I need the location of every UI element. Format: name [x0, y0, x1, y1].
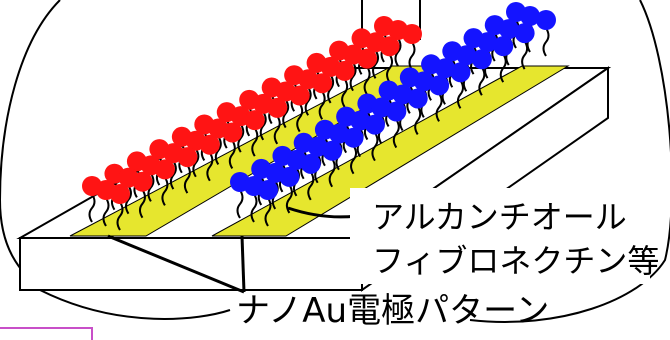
- blue-molecule-ball: [456, 45, 477, 66]
- blue-molecule-stem: [478, 66, 486, 96]
- blue-molecule-stem: [250, 193, 258, 223]
- gold-strip-right: [211, 65, 570, 237]
- molecule-layer-blue: [230, 2, 556, 227]
- blue-molecule-ball: [429, 75, 450, 96]
- blue-molecule-ball: [279, 166, 300, 187]
- blue-molecule-ball: [258, 180, 278, 200]
- label-nano-au: ナノAu電極パターン: [236, 291, 549, 331]
- red-molecule-stem: [251, 127, 259, 157]
- blue-molecule-ball: [392, 84, 413, 105]
- red-molecule-stem: [304, 86, 312, 116]
- blue-molecule-ball: [536, 10, 556, 30]
- red-molecule-stem: [124, 185, 132, 215]
- blue-molecule-stem: [499, 53, 507, 83]
- red-molecule-stem: [192, 148, 200, 178]
- blue-molecule-ball: [386, 101, 407, 122]
- blue-molecule-ball: [322, 140, 343, 161]
- blue-molecule-ball: [300, 153, 321, 174]
- red-molecule-ball: [244, 110, 265, 131]
- red-molecule-ball: [402, 24, 422, 44]
- blue-molecule-ball: [493, 36, 514, 57]
- red-molecule-stem: [273, 115, 281, 145]
- label-alkanethiol: アルカンチオール: [372, 198, 627, 236]
- red-molecule-ball: [312, 73, 333, 94]
- red-molecule-ball: [154, 159, 175, 180]
- red-molecule-ball: [267, 97, 288, 118]
- blue-molecule-stem: [521, 40, 529, 70]
- label-backdrop: [350, 188, 650, 284]
- label-fibronectin: フィブロネクチン等: [372, 242, 659, 280]
- blue-molecule-ball: [477, 32, 498, 53]
- red-molecule-ball: [334, 60, 355, 81]
- red-molecule-ball: [289, 85, 310, 106]
- blue-molecule-stem: [392, 119, 400, 149]
- red-molecule-ball: [199, 134, 220, 155]
- blue-molecule-ball: [498, 19, 519, 40]
- red-molecule-stem: [349, 62, 357, 92]
- blue-molecule-ball: [407, 88, 428, 109]
- red-molecule-stem: [138, 189, 146, 219]
- blue-molecule-ball: [520, 6, 540, 26]
- red-molecule-stem: [147, 172, 155, 202]
- red-molecule-ball: [110, 184, 130, 204]
- red-molecule-stem: [88, 193, 96, 223]
- blue-molecule-ball: [514, 23, 535, 44]
- red-molecule-stem: [394, 37, 402, 67]
- red-molecule-ball: [357, 48, 378, 69]
- red-molecule-stem: [102, 197, 110, 227]
- blue-molecule-ball: [435, 58, 456, 79]
- pointer-nano-au-left: [107, 234, 245, 294]
- blue-molecule-ball: [450, 62, 471, 83]
- red-molecule-stem: [408, 41, 416, 71]
- red-molecule-stem: [296, 103, 304, 133]
- pointer-nano-au-right: [240, 235, 246, 293]
- blue-molecule-stem: [371, 132, 379, 162]
- red-molecule-stem: [386, 53, 394, 83]
- red-molecule-stem: [214, 135, 222, 165]
- red-molecule-stem: [169, 160, 177, 190]
- blue-molecule-stem: [414, 105, 422, 135]
- blue-molecule-stem: [264, 197, 272, 227]
- blue-molecule-ball: [471, 49, 492, 70]
- red-molecule-stem: [363, 66, 371, 96]
- red-molecule-stem: [259, 111, 267, 141]
- red-molecule-ball: [177, 147, 198, 168]
- blue-molecule-stem: [350, 145, 358, 175]
- blue-molecule-stem: [435, 92, 443, 122]
- frame-outline: [0, 0, 670, 323]
- molecule-layer-red: [82, 16, 422, 231]
- blue-molecule-stem: [285, 184, 293, 214]
- red-molecule-stem: [237, 123, 245, 153]
- blue-molecule-stem: [236, 189, 244, 219]
- blue-molecule-stem: [328, 158, 336, 188]
- red-molecule-stem: [183, 164, 191, 194]
- blue-molecule-ball: [413, 71, 434, 92]
- red-molecule-stem: [327, 74, 335, 104]
- red-molecule-stem: [206, 152, 214, 182]
- red-molecule-ball: [132, 171, 153, 192]
- red-molecule-ball: [222, 122, 243, 143]
- red-molecule-stem: [372, 49, 380, 79]
- red-molecule-stem: [341, 78, 349, 108]
- red-molecule-stem: [228, 139, 236, 169]
- red-molecule-stem: [161, 176, 169, 206]
- red-molecule-stem: [116, 201, 124, 231]
- red-molecule-stem: [318, 90, 326, 120]
- blue-molecule-stem: [542, 27, 550, 57]
- blue-molecule-stem: [307, 171, 315, 201]
- red-molecule-ball: [379, 36, 400, 57]
- red-molecule-stem: [282, 99, 290, 129]
- blue-molecule-ball: [364, 114, 385, 135]
- corner-mark: [0, 327, 93, 340]
- blue-molecule-stem: [456, 79, 464, 109]
- blue-molecule-ball: [343, 127, 364, 148]
